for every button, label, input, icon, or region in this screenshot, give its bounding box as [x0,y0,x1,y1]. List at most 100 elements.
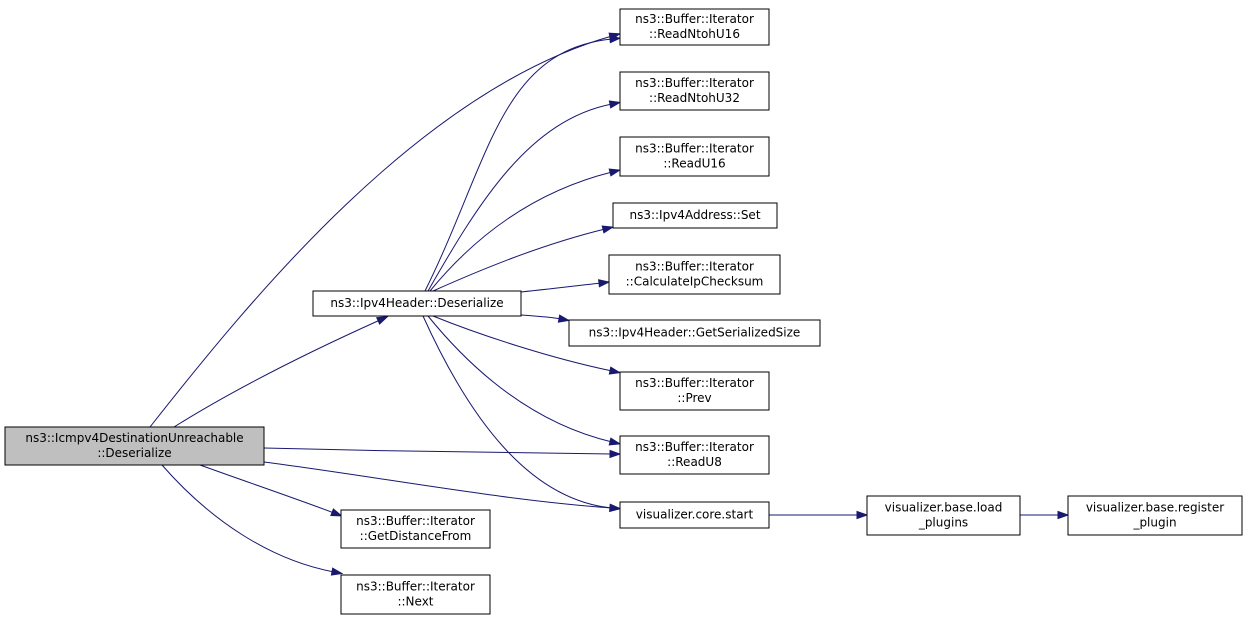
node-label: visualizer.core.start [636,508,754,522]
node-label: ns3::Buffer::Iterator [356,514,475,528]
edge-line [161,464,335,573]
node-box [568,319,821,347]
node-label: ns3::Ipv4Header::GetSerializedSize [589,326,801,340]
edge-line [520,314,562,320]
arrowhead [609,35,622,44]
node-label: ::ReadU16 [663,157,725,171]
node-label: ::Prev [677,391,711,405]
arrowhead [856,510,869,520]
node-label: ns3::Icmpv4DestinationUnreachable [25,431,243,445]
arrowhead [330,508,343,517]
node-box [866,495,1021,536]
node-label: ns3::Ipv4Header::Deserialize [330,296,503,310]
edge-icmp_deser-to-readu8 [263,447,622,459]
node-calcipchecksum[interactable]: ns3::Buffer::Iterator::CalculateIpChecks… [608,254,781,295]
node-readu16[interactable]: ns3::Buffer::Iterator::ReadU16 [619,136,770,177]
node-label: ns3::Ipv4Address::Set [629,208,760,222]
node-readntohu32[interactable]: ns3::Buffer::Iterator::ReadNtohU32 [619,71,770,111]
arrowhead [608,366,622,375]
node-readntohu16[interactable]: ns3::Buffer::Iterator::ReadNtohU16 [619,8,770,46]
edge-ipv4h_deser-to-readntohu16 [424,35,622,292]
node-label: ns3::Buffer::Iterator [635,76,754,90]
node-label: ::GetDistanceFrom [360,529,472,543]
edge-line [432,315,613,372]
node-ipv4h_deser[interactable]: ns3::Ipv4Header::Deserialize [312,290,522,317]
edge-line [424,38,613,292]
edge-icmp_deser-to-ipv4h_deser [173,316,389,428]
edge-ipv4h_deser-to-calcipchecksum [520,279,611,293]
edge-ipv4h_deser-to-getserializedsize [520,314,571,323]
edge-ipv4h_deser-to-readu8 [427,315,622,446]
node-label: ::Next [397,595,433,609]
node-box [340,509,491,549]
edge-line [427,315,613,443]
node-label: ns3::Buffer::Iterator [635,142,754,156]
edge-line [199,464,335,514]
edge-icmp_deser-to-next [161,464,344,576]
node-box [312,290,522,317]
node-label: ::Deserialize [97,446,171,460]
arrowhead [601,225,615,234]
arrowhead [609,503,622,512]
edge-line [427,103,613,292]
node-ipv4addr_set[interactable]: ns3::Ipv4Address::Set [612,202,778,229]
edge-line [520,282,602,293]
edge-line [149,35,613,428]
node-box [612,202,778,229]
node-label: ::CalculateIpChecksum [626,275,764,289]
node-getserializedsize[interactable]: ns3::Ipv4Header::GetSerializedSize [568,319,821,347]
edge-line [173,319,381,428]
node-viz_register[interactable]: visualizer.base.register_plugin [1067,495,1243,536]
edge-line [422,315,613,509]
arrowhead [609,449,622,459]
node-box [340,574,491,615]
node-viz_start[interactable]: visualizer.core.start [619,501,770,529]
node-box [619,136,770,177]
node-label: _plugin [1132,516,1176,530]
node-box [608,254,781,295]
node-readu8[interactable]: ns3::Buffer::Iterator::ReadU8 [619,435,770,475]
node-label: ns3::Buffer::Iterator [635,440,754,454]
node-label: ns3::Buffer::Iterator [356,580,475,594]
arrowhead [330,567,344,576]
node-viz_load[interactable]: visualizer.base.load_plugins [866,495,1021,536]
node-label: _plugins [918,516,968,530]
edge-viz_load-to-viz_register [1020,510,1070,520]
node-box [619,8,770,46]
node-label: ::ReadNtohU32 [649,91,740,105]
node-label: ns3::Buffer::Iterator [635,12,754,26]
node-prev[interactable]: ns3::Buffer::Iterator::Prev [619,371,770,411]
node-next[interactable]: ns3::Buffer::Iterator::Next [340,574,491,615]
node-box [619,371,770,411]
node-box [619,71,770,111]
arrowhead [375,316,389,325]
edge-ipv4h_deser-to-readntohu32 [427,100,622,292]
node-box [619,435,770,475]
arrowhead [1057,510,1070,520]
edge-icmp_deser-to-readntohu16 [149,32,622,428]
edge-line [429,171,613,292]
arrowhead [598,279,611,288]
edge-ipv4h_deser-to-ipv4addr_set [432,225,615,292]
edge-ipv4h_deser-to-prev [432,315,622,375]
edge-line [263,447,613,455]
arrowhead [608,168,622,177]
edge-icmp_deser-to-viz_start [263,461,622,513]
node-getdistancefrom[interactable]: ns3::Buffer::Iterator::GetDistanceFrom [340,509,491,549]
edge-line [432,228,606,292]
edge-line [263,461,613,509]
node-box [619,501,770,529]
node-icmp_deser[interactable]: ns3::Icmpv4DestinationUnreachable::Deser… [4,426,265,466]
node-label: ::ReadU8 [667,455,722,469]
edges-layer [149,32,1070,576]
node-label: ::ReadNtohU16 [649,27,740,41]
node-box [1067,495,1243,536]
edge-viz_start-to-viz_load [769,510,869,520]
edge-ipv4h_deser-to-viz_start [422,315,622,512]
nodes-layer: ns3::Icmpv4DestinationUnreachable::Deser… [4,8,1243,615]
node-box [4,426,265,466]
arrowhead [557,314,571,323]
node-label: visualizer.base.load [885,501,1003,515]
edge-ipv4h_deser-to-readu16 [429,168,622,292]
